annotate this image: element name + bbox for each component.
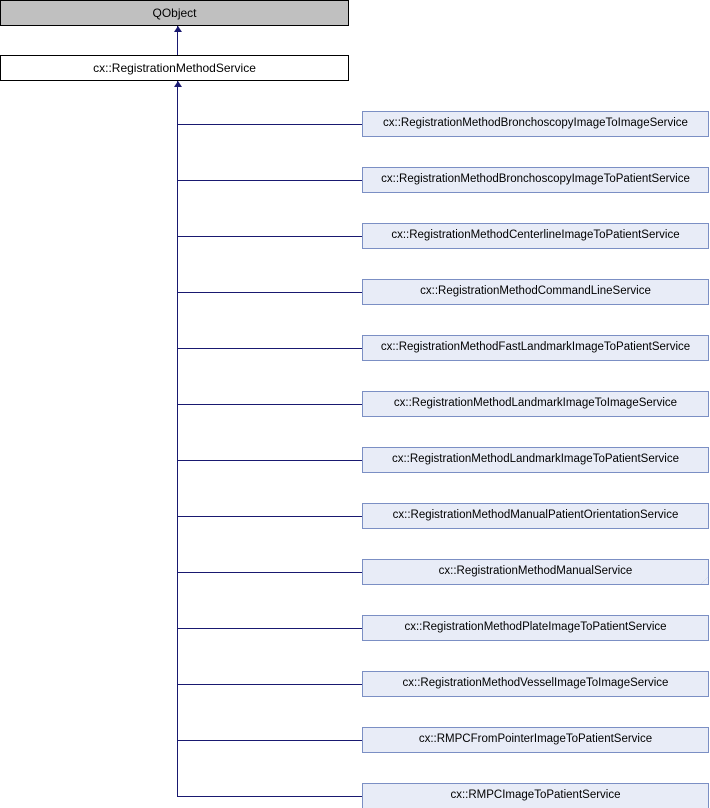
edge-trunk-to-node-4 <box>177 348 362 349</box>
node-derived-8[interactable]: cx::RegistrationMethodManualService <box>362 559 709 585</box>
edge-trunk-to-node-11 <box>177 740 362 741</box>
edge-trunk-to-node-5 <box>177 404 362 405</box>
edge-trunk-to-node-9 <box>177 628 362 629</box>
node-derived-2-label: cx::RegistrationMethodCenterlineImageToP… <box>391 229 680 242</box>
node-derived-1-label: cx::RegistrationMethodBronchoscopyImageT… <box>381 173 690 186</box>
node-derived-8-label: cx::RegistrationMethodManualService <box>438 565 633 578</box>
node-derived-6[interactable]: cx::RegistrationMethodLandmarkImageToPat… <box>362 447 709 473</box>
node-derived-0-label: cx::RegistrationMethodBronchoscopyImageT… <box>383 117 688 130</box>
node-derived-1[interactable]: cx::RegistrationMethodBronchoscopyImageT… <box>362 167 709 193</box>
node-registrationmethodservice-label: cx::RegistrationMethodService <box>93 61 256 75</box>
node-derived-3-label: cx::RegistrationMethodCommandLineService <box>420 285 651 298</box>
edge-trunk-to-node-0 <box>177 124 362 125</box>
node-qobject-label: QObject <box>152 6 197 20</box>
node-derived-7-label: cx::RegistrationMethodManualPatientOrien… <box>392 509 679 522</box>
node-derived-0[interactable]: cx::RegistrationMethodBronchoscopyImageT… <box>362 111 709 137</box>
node-derived-10[interactable]: cx::RegistrationMethodVesselImageToImage… <box>362 671 709 697</box>
node-derived-12-label: cx::RMPCImageToPatientService <box>450 789 621 802</box>
edge-trunk-to-node-2 <box>177 236 362 237</box>
edge-trunk-to-node-12 <box>177 796 362 797</box>
node-derived-5[interactable]: cx::RegistrationMethodLandmarkImageToIma… <box>362 391 709 417</box>
node-derived-2[interactable]: cx::RegistrationMethodCenterlineImageToP… <box>362 223 709 249</box>
edge-trunk <box>177 81 178 796</box>
node-derived-4-label: cx::RegistrationMethodFastLandmarkImageT… <box>380 341 691 354</box>
edge-trunk-to-node-3 <box>177 292 362 293</box>
node-derived-5-label: cx::RegistrationMethodLandmarkImageToIma… <box>393 397 678 410</box>
node-derived-11[interactable]: cx::RMPCFromPointerImageToPatientService <box>362 727 709 753</box>
arrowhead-root <box>174 26 182 32</box>
edge-trunk-to-node-1 <box>177 180 362 181</box>
node-derived-3[interactable]: cx::RegistrationMethodCommandLineService <box>362 279 709 305</box>
node-derived-9[interactable]: cx::RegistrationMethodPlateImageToPatien… <box>362 615 709 641</box>
node-registrationmethodservice[interactable]: cx::RegistrationMethodService <box>0 55 349 81</box>
node-qobject[interactable]: QObject <box>0 0 349 26</box>
arrowhead-base <box>174 81 182 87</box>
edge-trunk-to-node-6 <box>177 460 362 461</box>
edge-trunk-to-node-10 <box>177 684 362 685</box>
node-derived-4[interactable]: cx::RegistrationMethodFastLandmarkImageT… <box>362 335 709 361</box>
node-derived-7[interactable]: cx::RegistrationMethodManualPatientOrien… <box>362 503 709 529</box>
node-derived-6-label: cx::RegistrationMethodLandmarkImageToPat… <box>391 453 679 466</box>
edge-root-to-base <box>177 26 178 55</box>
node-derived-9-label: cx::RegistrationMethodPlateImageToPatien… <box>404 621 667 634</box>
node-derived-10-label: cx::RegistrationMethodVesselImageToImage… <box>402 677 669 690</box>
edge-trunk-to-node-8 <box>177 572 362 573</box>
node-derived-12[interactable]: cx::RMPCImageToPatientService <box>362 783 709 808</box>
edge-trunk-to-node-7 <box>177 516 362 517</box>
node-derived-11-label: cx::RMPCFromPointerImageToPatientService <box>418 733 653 746</box>
